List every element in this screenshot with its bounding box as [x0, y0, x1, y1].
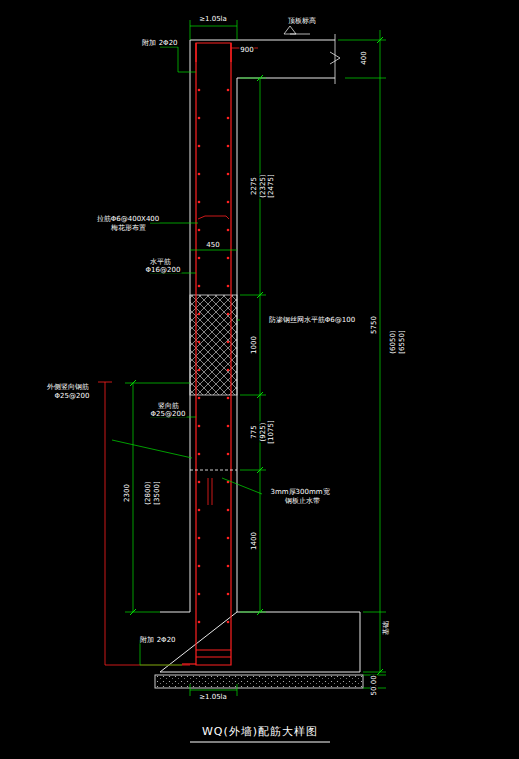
- rebar-dot: [198, 621, 201, 624]
- note-label: 附加 2Φ20: [141, 40, 178, 47]
- rebar-dot: [227, 565, 230, 568]
- rebar-dot: [227, 117, 230, 120]
- dimension-text: [1075]: [268, 419, 275, 444]
- rebar-dot: [227, 257, 230, 260]
- rebar: [98, 43, 258, 665]
- note-label: 外侧竖向钢筋: [46, 384, 90, 391]
- dimension-text: (925): [260, 422, 267, 443]
- rebar-dot: [227, 509, 230, 512]
- note-label: ≥1.05la: [198, 16, 228, 23]
- rebar-dot: [198, 285, 201, 288]
- rebar-dot: [198, 173, 201, 176]
- dimension-text: 400: [361, 50, 368, 65]
- concrete-outline: [155, 34, 363, 688]
- rebar-dot: [198, 341, 201, 344]
- rebar-dot: [227, 313, 230, 316]
- note-label: 梅花形布置: [110, 225, 147, 232]
- note-label: 3mm厚300mm宽: [269, 489, 330, 496]
- note-label: 900: [239, 47, 254, 54]
- dimension-text: 50: [371, 686, 378, 697]
- rebar-dot: [227, 201, 230, 204]
- dimension-text: 775: [251, 424, 258, 439]
- note-label: 450: [205, 242, 220, 249]
- note-label: Φ25@200: [54, 393, 91, 400]
- dimension-text: 1000: [251, 335, 258, 355]
- title-underline: [190, 742, 330, 743]
- rebar-dot: [198, 201, 201, 204]
- dimension-text: (2325): [260, 173, 267, 198]
- note-label: Φ25@200: [150, 411, 187, 418]
- rebar-dot: [227, 397, 230, 400]
- rebar-dot: [227, 173, 230, 176]
- dimension-text: (6050): [390, 329, 397, 354]
- dimension-text: 2275: [251, 176, 258, 196]
- rebar-dot: [227, 369, 230, 372]
- dimension-text: [2475]: [268, 173, 275, 198]
- dim-ticks: [130, 37, 383, 675]
- rebar-dot: [198, 481, 201, 484]
- dimension-text: 2300: [124, 483, 131, 503]
- rebar-dot: [198, 425, 201, 428]
- drawing-title: WQ(外墙)配筋大样图: [202, 724, 318, 739]
- dimension-lines: [112, 20, 386, 696]
- rebar-dot: [227, 621, 230, 624]
- joint-line: [190, 470, 237, 471]
- rebar-dot: [198, 313, 201, 316]
- rebar-dot: [198, 369, 201, 372]
- note-label: 防渗钢丝网水平筋Φ6@100: [268, 317, 356, 324]
- note-label: 顶板标高: [287, 18, 317, 25]
- dimension-text: [3500]: [154, 480, 161, 505]
- note-label: 竖向筋: [157, 403, 180, 410]
- dimension-text: [6550]: [399, 329, 406, 354]
- rebar-dot: [198, 89, 201, 92]
- rebar-dot: [198, 509, 201, 512]
- rebar-dots: [198, 89, 230, 624]
- note-label: 钢板止水带: [284, 498, 321, 505]
- rebar-dot: [227, 145, 230, 148]
- mesh-zone: [190, 295, 237, 395]
- rebar-dot: [198, 565, 201, 568]
- dimension-text: (2800): [145, 480, 152, 505]
- rebar-dot: [227, 341, 230, 344]
- rebar-dot: [227, 537, 230, 540]
- rebar-dot: [198, 145, 201, 148]
- dimension-text: 基础: [383, 620, 390, 636]
- rebar-dot: [227, 89, 230, 92]
- note-label: Φ16@200: [145, 267, 182, 274]
- rebar-dot: [227, 593, 230, 596]
- note-label: 水平筋: [149, 259, 172, 266]
- rebar-dot: [198, 257, 201, 260]
- dimension-text: 5750: [371, 315, 378, 335]
- dimension-text: 1400: [251, 531, 258, 551]
- rebar-dot: [198, 537, 201, 540]
- rebar-dot: [227, 425, 230, 428]
- note-label: 拉筋Φ6@400X400: [96, 216, 160, 223]
- rebar-dot: [227, 229, 230, 232]
- rebar-dot: [227, 453, 230, 456]
- rebar-dot: [198, 593, 201, 596]
- note-label: ≥1.05la: [198, 694, 228, 701]
- rebar-dot: [198, 117, 201, 120]
- rebar-dot: [198, 453, 201, 456]
- note-label: 附加 2Φ20: [139, 637, 176, 644]
- rebar-dot: [198, 229, 201, 232]
- rebar-dot: [198, 397, 201, 400]
- rebar-dot: [227, 285, 230, 288]
